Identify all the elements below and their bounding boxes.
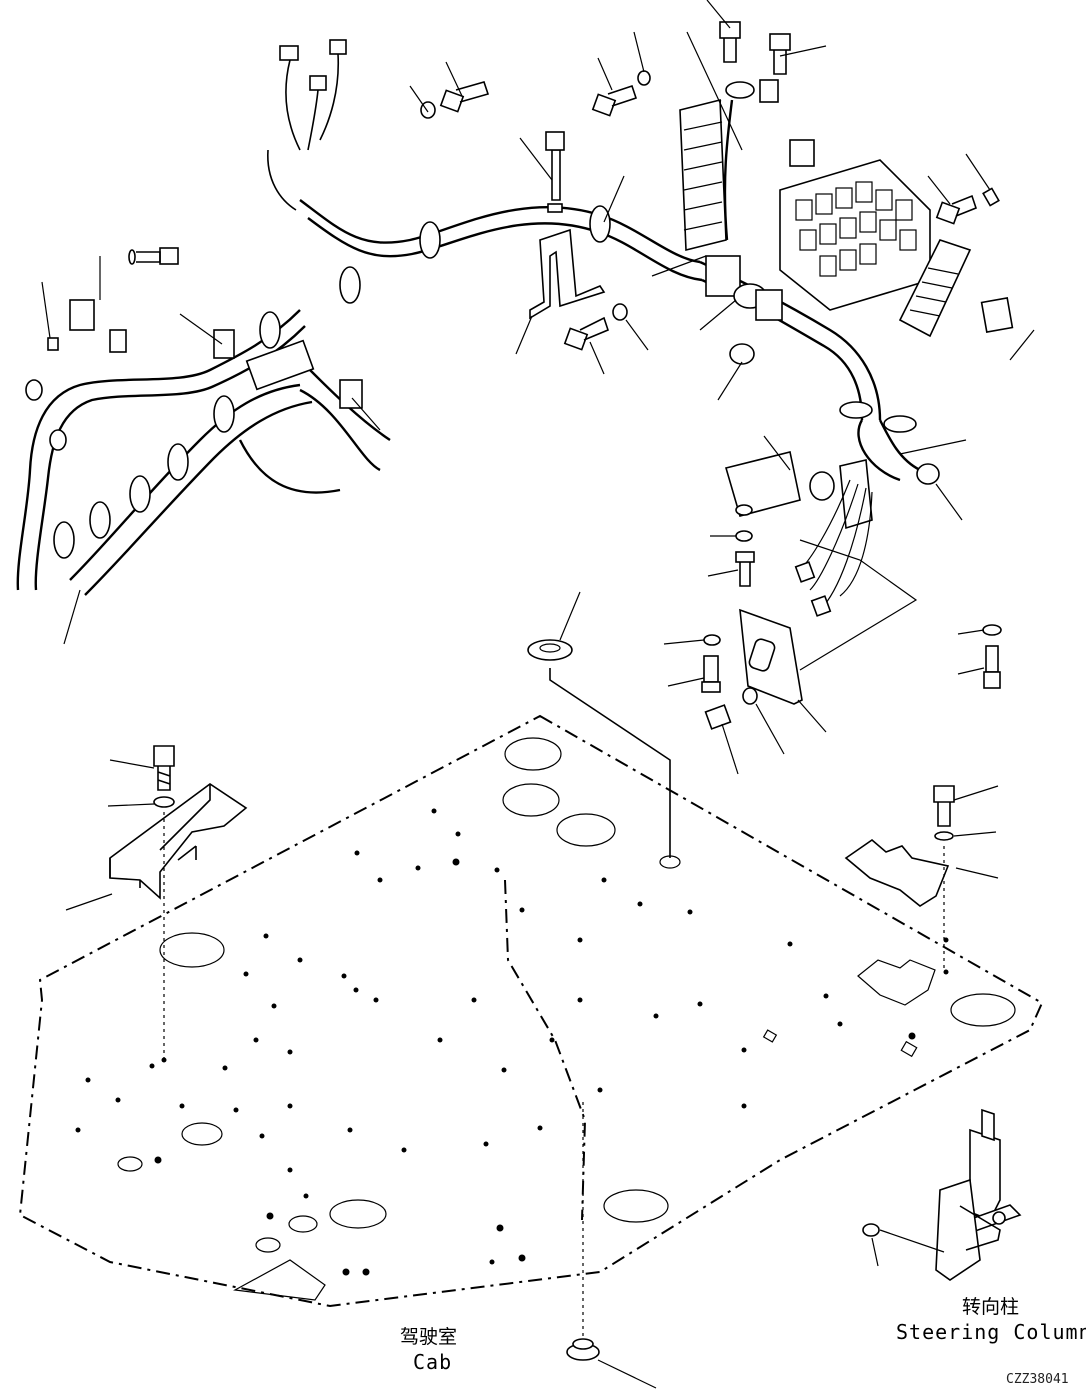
- cab-label-cn: 驾驶室: [400, 1326, 458, 1348]
- right-mounting-bracket: [844, 785, 955, 970]
- cab-floor-plate: [18, 714, 1044, 1308]
- steering-label-cn: 转向柱: [962, 1296, 1020, 1318]
- fasteners: [25, 21, 1002, 730]
- center-support-bracket: [529, 131, 606, 320]
- steering-label-en: Steering Column: [896, 1320, 1086, 1344]
- grommet: [527, 639, 671, 858]
- relay-box: [679, 79, 1014, 338]
- callout-leaders: [41, 0, 1035, 1389]
- cab-label-en: Cab: [413, 1350, 453, 1374]
- steering-column: [862, 1108, 1022, 1281]
- connector-panel: [724, 451, 918, 705]
- left-mounting-bracket: [109, 745, 248, 1060]
- drawing-code: CZZ38041: [1006, 1372, 1069, 1387]
- bottom-fitting: [566, 1100, 600, 1361]
- wiring-harness: [16, 39, 921, 596]
